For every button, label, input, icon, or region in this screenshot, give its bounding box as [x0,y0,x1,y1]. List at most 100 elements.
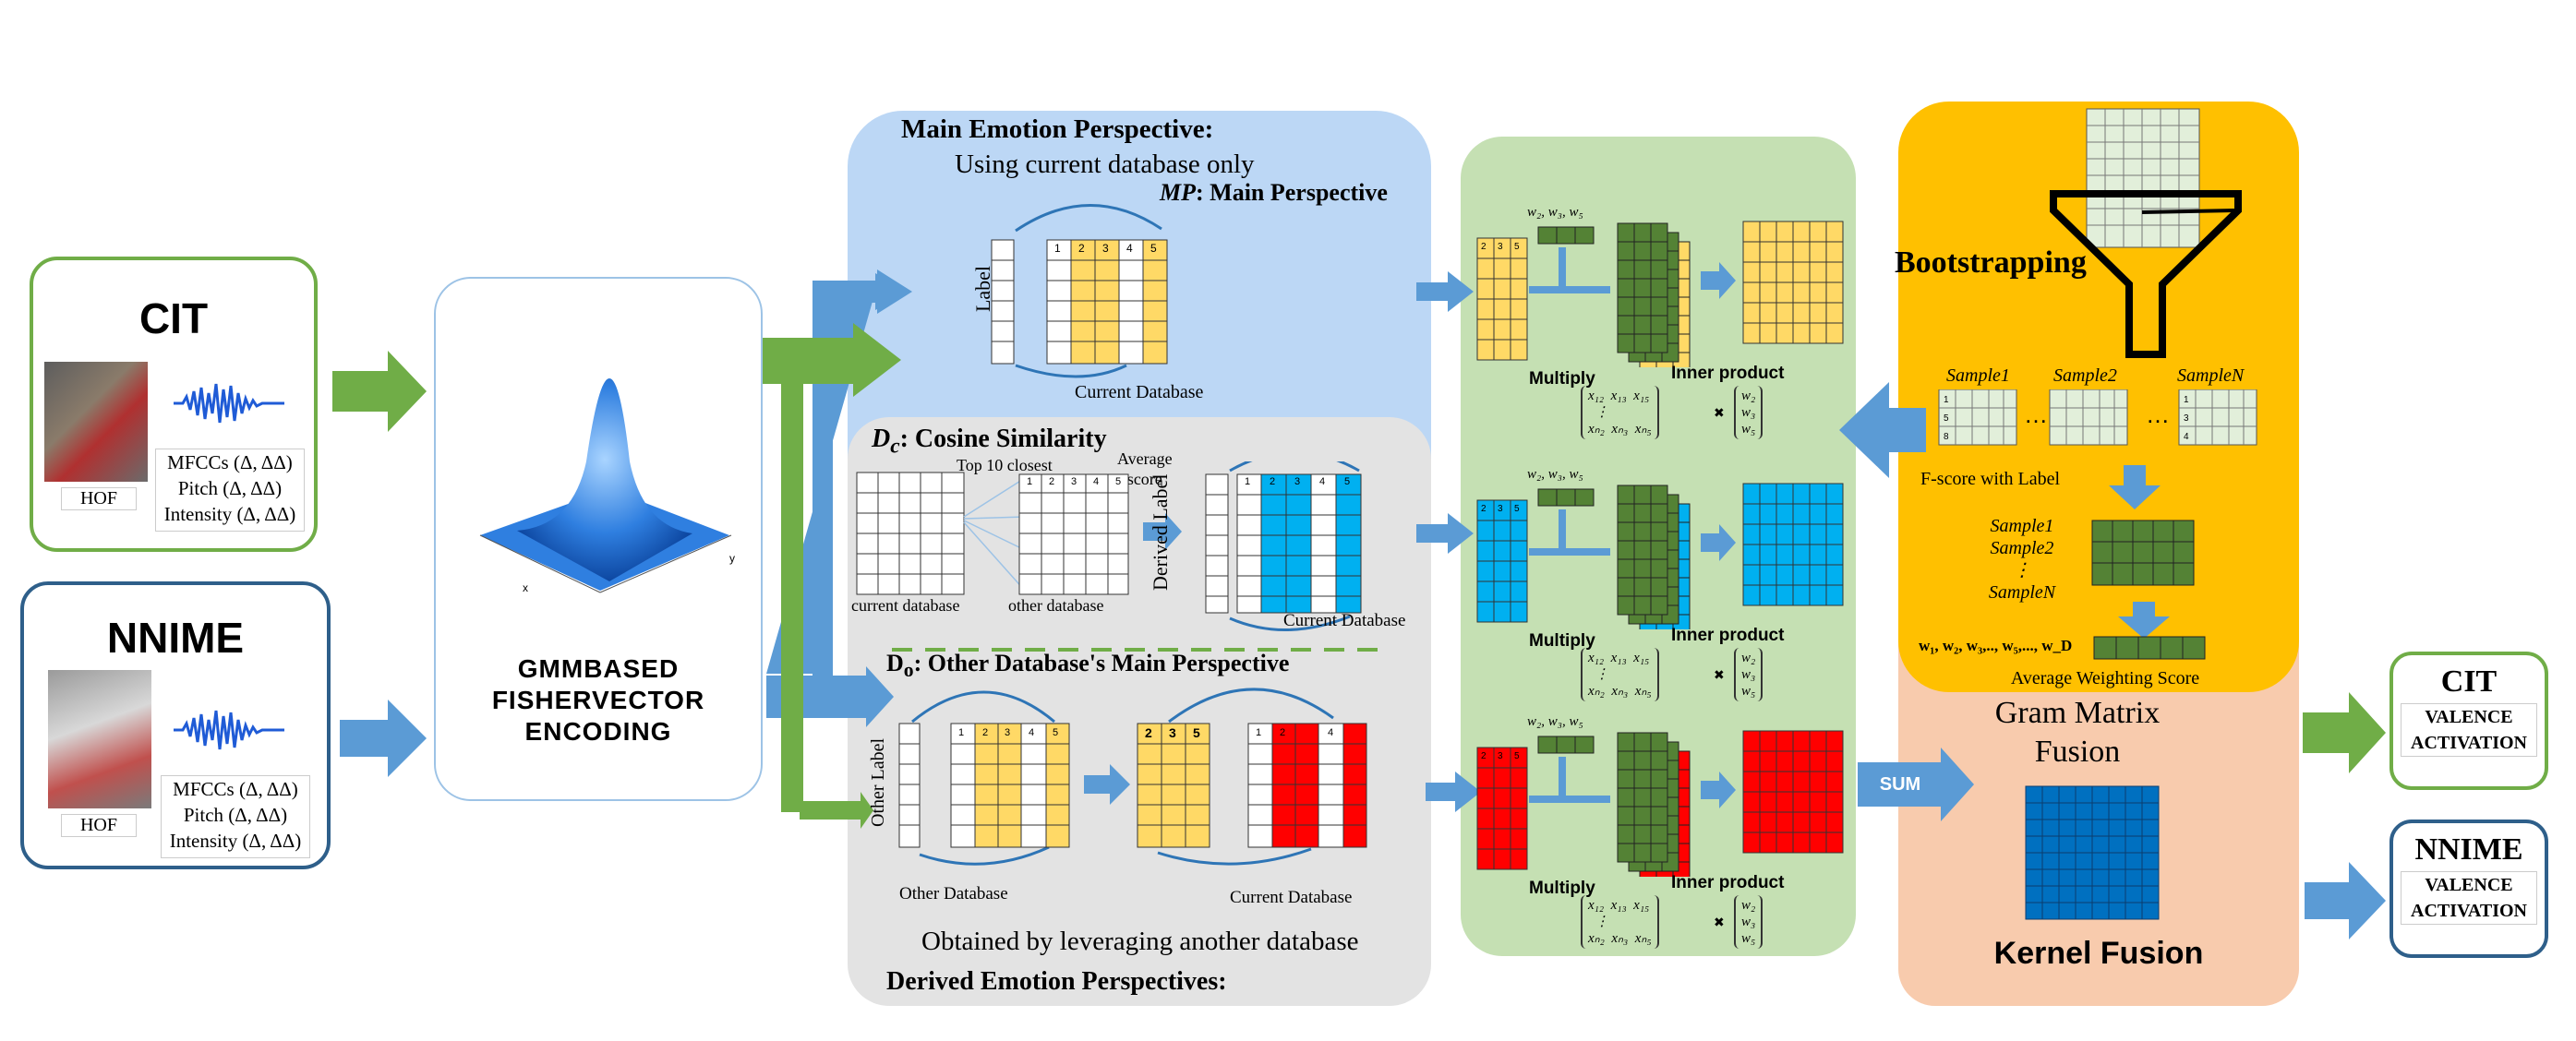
gram-line-2: Fusion [2034,735,2121,769]
plot-axis-x: x [523,581,528,594]
weights-line: w₁, w₂, w₃,.., w₅,..., w_D [1919,637,2073,654]
x-row-dots: ⋮ [1588,405,1609,420]
bootstrap-green-matrix [2091,520,2195,586]
row-col-num: 2 [1481,242,1487,252]
gmm-line-3: ENCODING [524,717,672,746]
cosine-current-database-2: Current Database [1283,611,1406,630]
arrow-cit-to-gmm [332,351,427,432]
main-perspective-mp: MP: Main Perspective [1160,179,1388,207]
w-entry-1: w₃ [1741,915,1756,929]
weighting-row-graphic [1476,221,1844,372]
oth-col-2: 2 [982,727,989,738]
cos-col-4: 4 [1093,476,1100,487]
cos-col-1: 1 [1027,476,1033,487]
sum-label: SUM [1879,774,1921,795]
nnime-feature-mfcc: MFCCs (Δ, ΔΔ) [173,778,298,800]
nnime-hof-label: HOF [61,814,137,837]
inner-product-label: Inner product [1671,873,1785,892]
row-col-num: 2 [1481,504,1487,514]
inner-product-label: Inner product [1671,364,1785,383]
arrow-blue-trunk [813,281,833,714]
times-icon: ✖ [1714,669,1725,683]
arrow-nnime-to-gmm [340,700,427,777]
times-icon: ✖ [1714,916,1725,930]
cosine-text: : Cosine Similarity [899,425,1107,453]
x-row-n: xₙ₂ xₙ₃ xₙ₅ [1588,422,1652,437]
cit-feature-intensity: Intensity (Δ, ΔΔ) [163,503,296,525]
cosine-symbol: D [872,425,891,453]
cos-d-col-5: 5 [1344,476,1351,487]
cos-d-col-2: 2 [1270,476,1276,487]
gaussian-surface-plot: x y [462,351,739,600]
mid-col-2: 3 [1169,725,1176,740]
cit-activation: ACTIVATION [2411,733,2527,753]
row-col-num: 5 [1514,242,1520,252]
bootstrap-sample-list: Sample1 Sample2 ⋮ SampleN [1957,515,2087,604]
oth-col-4: 4 [1029,727,1035,738]
x-matrix: x₁₂ x₁₃ x₁₅ ⋮xₙ₂ xₙ₃ xₙ₅ [1581,895,1659,949]
sn-row-2: 3 [2184,413,2189,424]
w-entry-2: w₅ [1741,931,1756,946]
mid-col-3: 5 [1193,725,1200,740]
cit-feature-mfcc: MFCCs (Δ, ΔΔ) [167,451,293,473]
nnime-output-labels: VALENCE ACTIVATION [2401,871,2537,925]
cosine-current-database: current database [851,596,960,615]
weighting-row-graphic [1476,483,1844,634]
other-title: Do: Other Database's Main Perspective [886,650,1289,682]
w-entry-1: w₃ [1741,667,1756,682]
x-matrix: x₁₂ x₁₃ x₁₅ ⋮xₙ₂ xₙ₃ xₙ₅ [1581,648,1659,701]
other-other-database: Other Database [899,884,1008,903]
row-col-num: 5 [1514,504,1520,514]
red-col-2: 2 [1280,727,1286,738]
x-row-n: xₙ₂ xₙ₃ xₙ₅ [1588,684,1652,699]
x-matrix: x₁₂ x₁₃ x₁₅ ⋮xₙ₂ xₙ₃ xₙ₅ [1581,386,1659,439]
cosine-title: Dc: Cosine Similarity [872,425,1107,460]
cosine-average-score: Average score [1117,449,1173,489]
mp-current-database: Current Database [1075,382,1204,402]
cosine-derived-label: Derived Label [1149,473,1172,591]
nnime-input-title: NNIME [106,614,245,662]
inner-product-label: Inner product [1671,626,1785,645]
cosine-top10: Top 10 closest [957,456,1053,474]
w-entry-0: w₂ [1741,898,1756,913]
arrow-green-trunk [781,378,803,812]
w-entry-0: w₂ [1741,389,1756,403]
gram-matrix-title: Gram Matrix Fusion [1939,694,2216,772]
plot-axis-y: y [729,552,735,565]
gram-line-1: Gram Matrix [1994,696,2161,730]
x-row-n: xₙ₂ xₙ₃ xₙ₅ [1588,931,1652,946]
sn-row-1: 1 [2184,395,2189,405]
cos-d-col-4: 4 [1319,476,1326,487]
multiply-label: Multiply [1529,631,1595,651]
sn-row-3: 4 [2184,432,2189,442]
bootstrapping-title: Bootstrapping [1895,245,2087,280]
sum-arrow-head [1941,748,1974,821]
fscore-label: F-score with Label [1920,469,2061,489]
gmm-encoding-label: GMMBASED FISHERVECTOR ENCODING [434,653,763,748]
weights-label: w₂, w₃, w₅ [1527,467,1583,482]
x-row-dots: ⋮ [1588,915,1609,929]
sample1-rows: 1 5 8 [1944,391,1949,447]
sample2-label: Sample2 [2053,365,2117,386]
weights-label: w₂, w₃, w₅ [1527,714,1583,729]
mp-col-3: 3 [1102,242,1109,255]
mp-col-2: 2 [1078,242,1085,255]
s1-row-2: 5 [1944,413,1949,424]
weight-vector [2093,636,2206,660]
cos-col-5: 5 [1115,476,1122,487]
sample-tables: Sample1 Sample2 SampleN … … 1 5 8 1 3 4 [1935,365,2268,449]
multiply-label: Multiply [1529,879,1595,898]
red-col-3: 4 [1328,727,1334,738]
mp-description: : Main Perspective [1196,179,1388,206]
oth-col-5: 5 [1053,727,1059,738]
other-label-axis: Other Label [868,737,888,827]
cos-col-3: 3 [1071,476,1077,487]
row-col-num: 5 [1514,751,1520,761]
nnime-activation: ACTIVATION [2411,901,2527,921]
sum-arrow: SUM [1858,762,1943,807]
nnime-audio-waveform [174,707,284,753]
